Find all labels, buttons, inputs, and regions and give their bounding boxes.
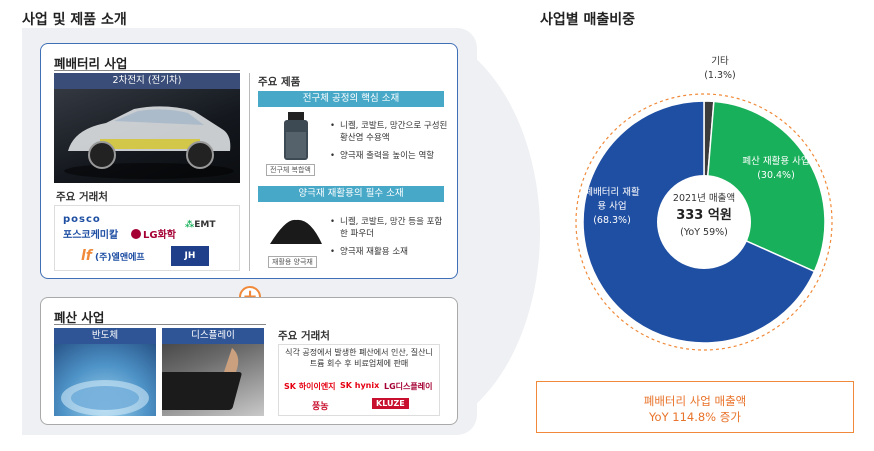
summary-line1: 폐배터리 사업 매출액: [643, 394, 747, 408]
main-products-heading: 주요 제품: [258, 76, 301, 88]
ev-photo-label: 2차전지 (전기차): [54, 73, 240, 89]
slice-label-waste-acid-pct: (30.4%): [757, 170, 795, 181]
logo-posco: posco: [63, 214, 101, 225]
precursor-bottle-image: [266, 110, 326, 172]
slice-label-waste-acid: 폐산 재활용 사업 (30.4%): [740, 155, 812, 183]
product2-bullets: 니켈, 코발트, 망간 등을 포함한 파우더 양극재 재활용 소재: [330, 216, 448, 264]
lg-circle-icon: [131, 229, 141, 239]
product1-bullets: 니켈, 코발트, 망간으로 구성된 황산염 수용액 양극재 출력을 높이는 역할: [330, 120, 448, 168]
bottle-icon: [284, 112, 308, 160]
waste-description: 식각 공정에서 발생한 폐산에서 인산, 질산니트륨 회수 후 비료업체에 판매: [285, 348, 433, 368]
logo-lnf-text: (주)엘앤에프: [95, 253, 145, 263]
emt-dots-icon: ⁂: [185, 220, 195, 230]
ev-car-photo: 2차전지 (전기차): [54, 73, 240, 183]
product1-bullet-1: 니켈, 코발트, 망간으로 구성된 황산염 수용액: [330, 120, 448, 144]
pie-dashed-outline: [575, 93, 833, 351]
pie-center-line1: 2021년 매출액: [672, 193, 736, 204]
logo-emt-text: EMT: [194, 220, 216, 230]
slice-label-battery: 폐배터리 재활용 사업 (68.3%): [584, 186, 640, 228]
summary-line2: YoY 114.8% 증가: [649, 410, 741, 424]
display-photo: 디스플레이: [162, 328, 264, 416]
product1-bar: 전구체 공정의 핵심 소재: [258, 91, 444, 107]
powder-pile-icon: [270, 219, 322, 244]
product2-caption: 재활용 양극재: [268, 256, 317, 268]
logo-pungnong: 풍농: [312, 402, 329, 412]
product1-bullet-2: 양극재 출력을 높이는 역할: [330, 150, 448, 162]
logo-posco-chemical: 포스코케미칼: [63, 230, 119, 241]
product2-bar: 양극재 재활용의 필수 소재: [258, 186, 444, 202]
battery-customers-heading: 주요 거래처: [56, 191, 108, 203]
logo-lg-chem: LG화학: [131, 226, 176, 241]
logo-lg-chem-text: LG화학: [143, 230, 176, 241]
lnf-mark-icon: lf: [81, 248, 92, 264]
ev-car-icon: [64, 106, 234, 179]
pie-center-line3: (YoY 59%): [680, 227, 728, 238]
logo-sk-hieng: SK 하이이엔지: [284, 382, 336, 391]
battery-business-title: 폐배터리 사업: [54, 56, 128, 71]
logo-sk-hynix: SK hynix: [340, 381, 380, 390]
waste-customers-heading: 주요 거래처: [278, 330, 330, 342]
product2-bullet-1: 니켈, 코발트, 망간 등을 포함한 파우더: [330, 216, 448, 240]
slice-label-battery-pct: (68.3%): [593, 215, 631, 226]
right-section-title: 사업별 매출비중: [540, 12, 636, 28]
battery-sales-summary-box: 폐배터리 사업 매출액 YoY 114.8% 증가: [536, 381, 854, 433]
product1-caption: 전구체 복합액: [266, 164, 315, 176]
pie-center-line2: 333 억원: [676, 208, 732, 223]
battery-title-underline: [54, 70, 240, 71]
semiconductor-photo: 반도체: [54, 328, 156, 416]
product2-bullet-2: 양극재 재활용 소재: [330, 246, 448, 258]
slice-label-other: 기타 (1.3%): [690, 55, 750, 83]
logo-lnf: lf (주)엘앤에프: [81, 248, 145, 264]
logo-lg-display: LG디스플레이: [384, 382, 433, 391]
slice-label-other-pct: (1.3%): [704, 70, 736, 81]
wafer-icon: [61, 380, 149, 416]
left-section-title: 사업 및 제품 소개: [22, 12, 127, 28]
logo-emt: ⁂EMT: [185, 220, 215, 230]
cathode-powder-image: [266, 210, 326, 250]
waste-acid-business-title: 폐산 사업: [54, 310, 105, 325]
battery-divider: [249, 73, 250, 271]
logo-kluze: KLUZE: [372, 398, 409, 409]
semiconductor-label: 반도체: [54, 328, 156, 344]
waste-customer-logos: [278, 344, 440, 416]
slice-label-battery-name: 폐배터리 재활용 사업: [584, 187, 640, 212]
battery-customer-logos: posco 포스코케미칼 LG화학 ⁂EMT lf (주)엘앤에프 JH: [54, 205, 240, 271]
tablet-hand-icon: [162, 348, 242, 410]
pie-center-hole: [657, 175, 751, 269]
logo-jh: JH: [171, 246, 209, 266]
slice-label-waste-acid-name: 폐산 재활용 사업: [742, 156, 810, 167]
waste-title-underline: [54, 324, 266, 325]
slice-label-other-name: 기타: [711, 56, 729, 67]
display-label: 디스플레이: [162, 328, 264, 344]
